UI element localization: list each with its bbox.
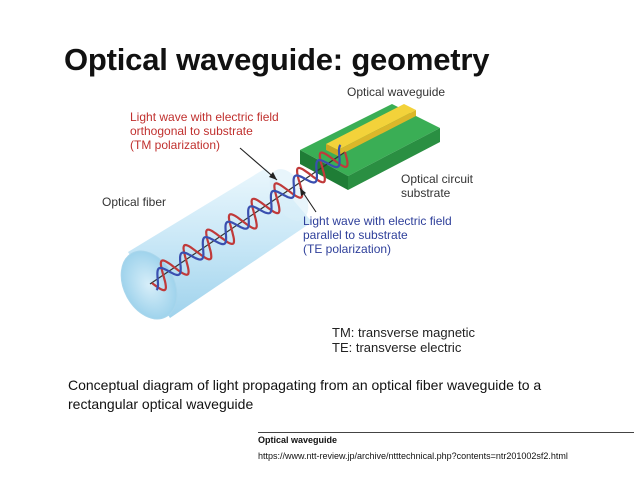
tm-pointer-line xyxy=(239,147,278,181)
source-title: Optical waveguide xyxy=(258,435,338,445)
tm-pointer-head xyxy=(269,172,277,180)
optical-waveguide-label: Optical waveguide xyxy=(347,85,446,99)
source-url[interactable]: https://www.ntt-review.jp/archive/ntttec… xyxy=(258,451,568,461)
optical-fiber-label: Optical fiber xyxy=(102,195,167,209)
te-pointer-head xyxy=(300,188,306,196)
source-citation: Optical waveguide https://www.ntt-review… xyxy=(258,432,634,462)
figure-caption: Conceptual diagram of light propagating … xyxy=(68,377,542,412)
optical-circuit-substrate-label: Optical circuit substrate xyxy=(401,172,474,200)
te-wave-label: Light wave with electric field parallel … xyxy=(303,214,452,256)
legend-te: TE: transverse electric xyxy=(332,340,462,355)
polarization-legend: TM: transverse magnetic TE: transverse e… xyxy=(332,325,475,355)
tm-wave-label: Light wave with electric field orthogona… xyxy=(130,110,279,152)
optical-waveguide-core xyxy=(326,104,416,156)
te-wave xyxy=(155,144,342,291)
slide-title: Optical waveguide: geometry xyxy=(64,42,490,77)
legend-tm: TM: transverse magnetic xyxy=(332,325,476,340)
